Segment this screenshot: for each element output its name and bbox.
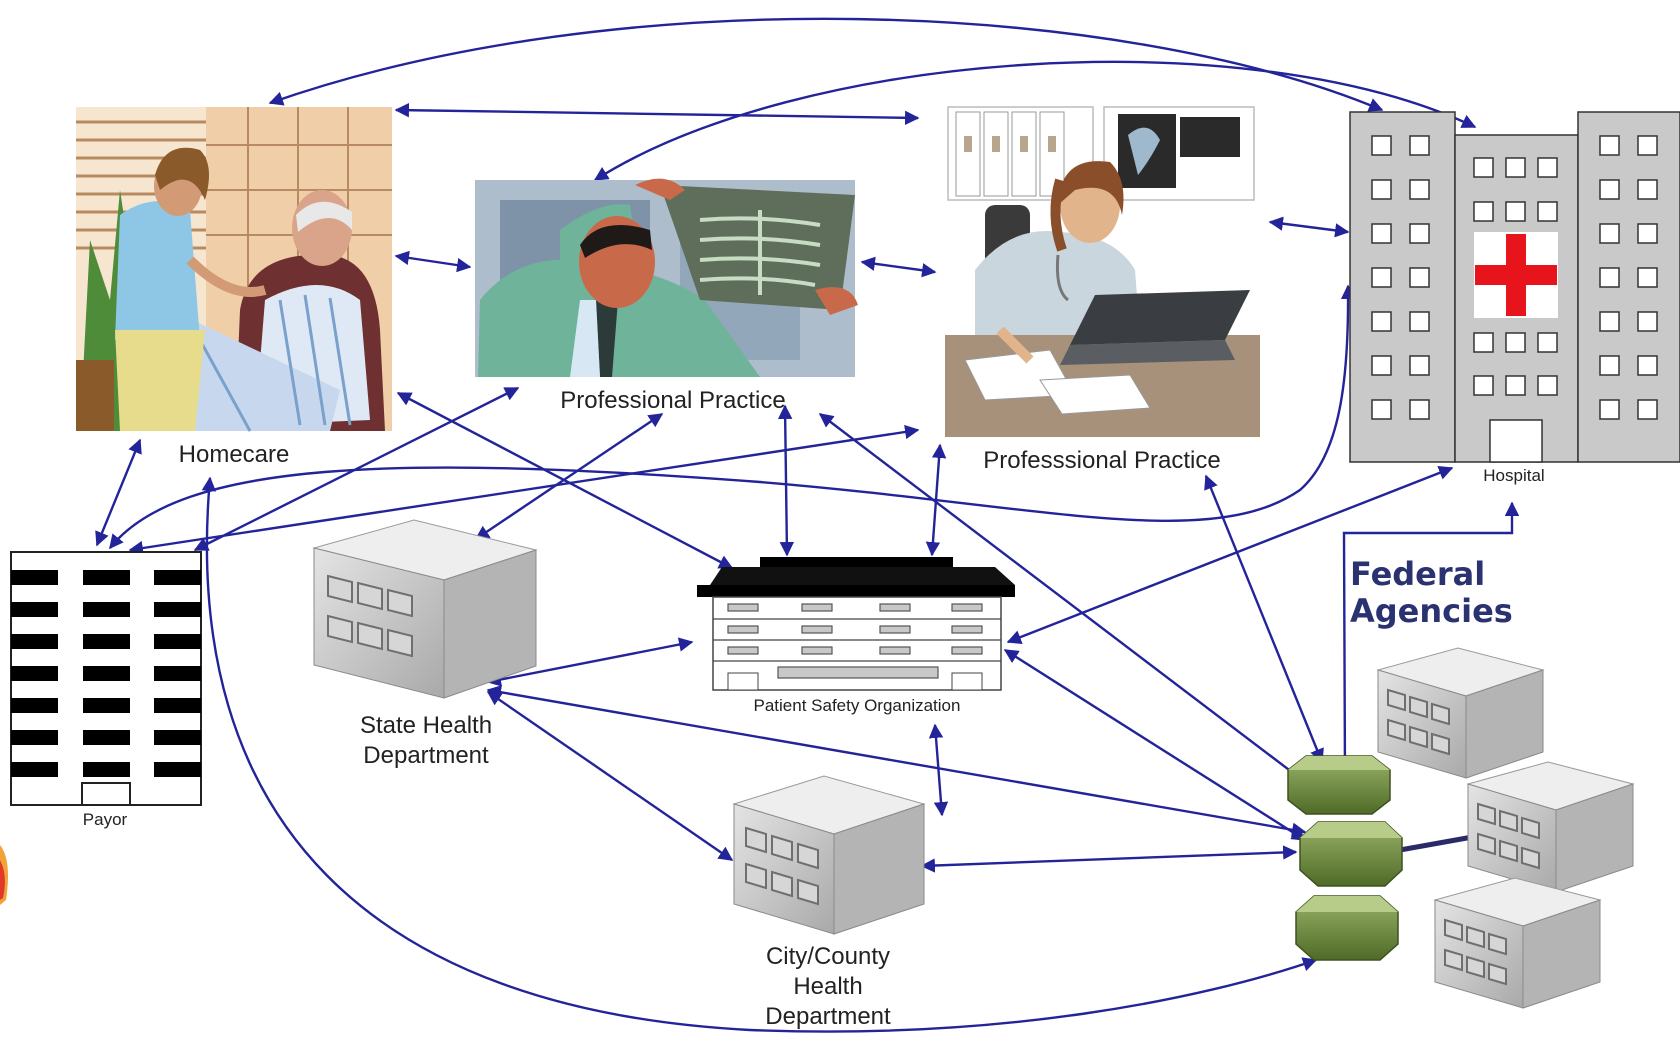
arrow-city-federal (920, 845, 1298, 873)
patient-safety-organization-node[interactable]: Patient Safety Organization (697, 557, 1015, 715)
office-building-icon (10, 551, 202, 806)
city-county-label-line1: City/County (766, 943, 890, 970)
professional-practice-2-node[interactable]: Professsional Practice (945, 106, 1260, 474)
arrow-homecare-hospital-top (268, 17, 1384, 112)
state-health-department-node[interactable]: State Health Department (312, 519, 538, 769)
pso-label: Patient Safety Organization (754, 696, 961, 715)
decorative-swoosh (0, 845, 8, 905)
homecare-node[interactable]: Homecare (76, 107, 392, 468)
hexagon-hub-icon (1287, 755, 1403, 961)
hospital-node[interactable]: Hospital (1349, 111, 1680, 485)
arrow-federal-hospital (1337, 501, 1520, 782)
server-building-icon (732, 775, 926, 935)
nurse-patient-clipart-icon (76, 107, 392, 432)
payor-label: Payor (83, 810, 128, 829)
arrow-pso-city (928, 723, 949, 817)
arrow-homecare-practice1 (394, 250, 472, 273)
hospital-building-icon (1349, 111, 1680, 463)
professional-practice-1-node[interactable]: Professional Practice (475, 178, 858, 414)
arrow-homecare-practice2 (394, 102, 920, 126)
arrow-practice2-hospital (1268, 216, 1350, 238)
arrow-homecare-federal-loop (201, 476, 1318, 1033)
federal-agencies-label-line1: Federal (1350, 555, 1485, 593)
homecare-label: Homecare (179, 441, 290, 468)
arrow-practice1-state (474, 413, 664, 540)
server-building-icon (312, 519, 538, 699)
doctor-at-desk-clipart-icon (945, 106, 1260, 437)
city-county-label-line2: Health (793, 973, 862, 1000)
professional-practice-1-label: Professional Practice (560, 387, 785, 414)
server-building-icon (1433, 877, 1602, 1009)
arrow-pso-federal (1003, 648, 1307, 842)
city-county-health-department-node[interactable]: City/County Health Department (732, 775, 926, 1030)
payor-node[interactable]: Payor (10, 551, 202, 829)
federal-agencies-node[interactable]: Federal Agencies (1287, 555, 1635, 1009)
arrow-practice1-hospital-top (593, 60, 1477, 182)
server-building-icon (1466, 761, 1635, 893)
arrow-state-city (486, 691, 734, 861)
professional-practice-2-label: Professsional Practice (983, 447, 1220, 474)
server-building-icon (1376, 647, 1545, 779)
city-county-label-line3: Department (765, 1003, 891, 1030)
arrow-practice1-pso (777, 404, 795, 557)
federal-agencies-label-line2: Agencies (1350, 592, 1513, 630)
hospital-label: Hospital (1483, 466, 1544, 485)
institution-building-icon (697, 557, 1015, 691)
red-cross-icon (1475, 234, 1557, 316)
arrow-practice1-practice2 (860, 256, 937, 278)
state-health-label-line2: Department (363, 742, 489, 769)
arrow-homecare-payor (95, 438, 142, 547)
doctor-xray-clipart-icon (475, 178, 858, 377)
state-health-label-line1: State Health (360, 712, 492, 739)
connections (95, 17, 1520, 1033)
